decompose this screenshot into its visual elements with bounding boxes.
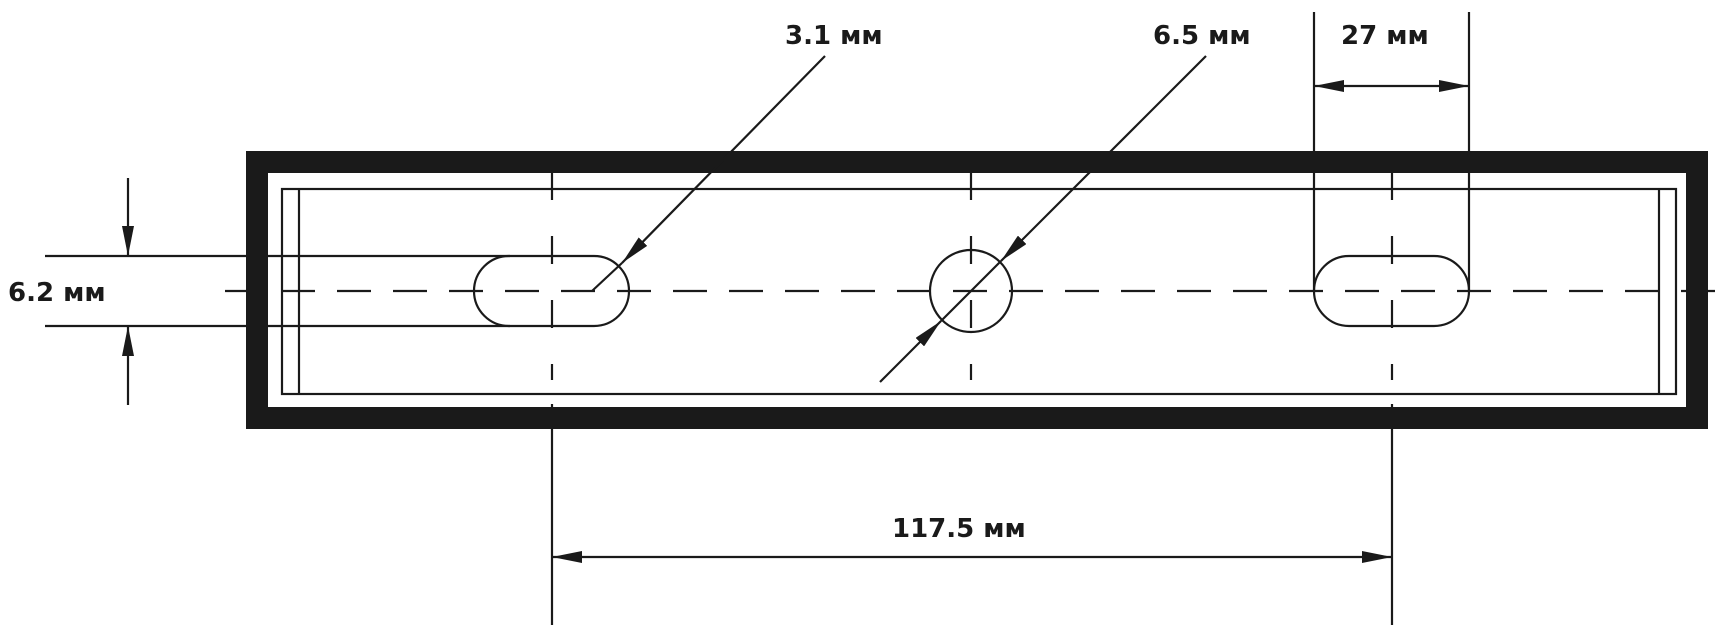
slot-length-label: 27 мм: [1341, 21, 1429, 51]
hole-spacing-label: 117.5 мм: [892, 514, 1026, 544]
hole-diameter-label: 6.5 мм: [1153, 21, 1251, 51]
left-slot: [472, 254, 631, 328]
center-hole: [928, 248, 1014, 334]
leader-hole-diameter-through: [940, 260, 1002, 322]
slot-radius-label: 3.1 мм: [785, 21, 883, 51]
leader-slot-radius-tail: [591, 262, 623, 292]
leader-slot-radius: [621, 55, 826, 264]
leader-hole-diameter: [1000, 55, 1207, 262]
leader-hole-diameter-lower: [879, 320, 942, 383]
slot-width-label: 6.2 мм: [8, 278, 106, 308]
